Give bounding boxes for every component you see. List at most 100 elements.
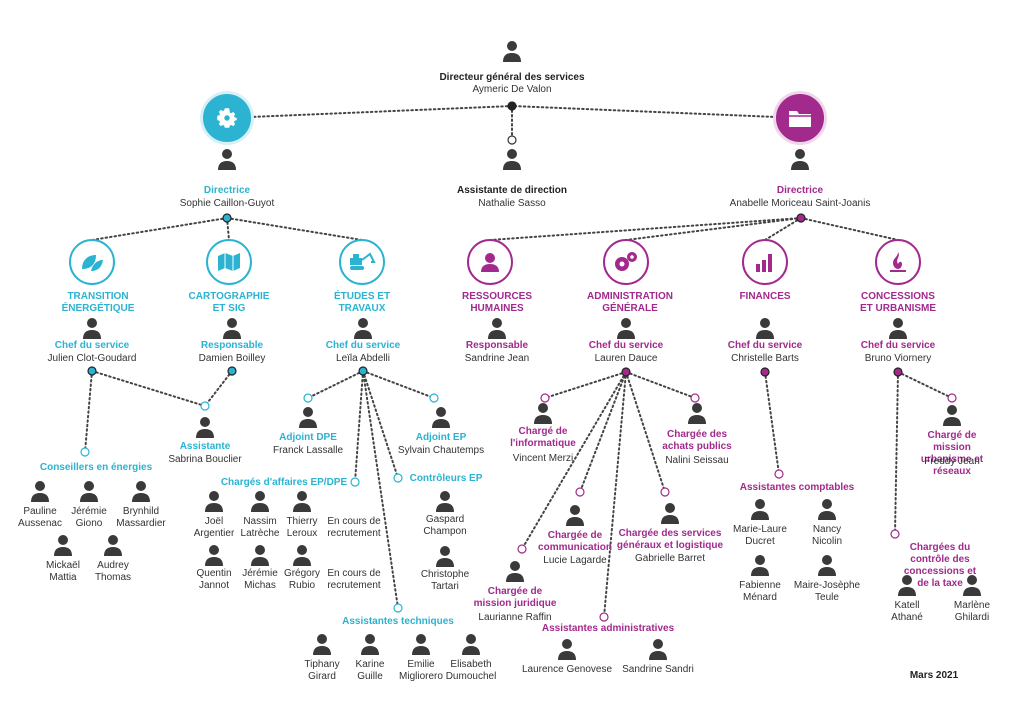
et-charge: Thierry Leroux	[286, 516, 318, 539]
person-icon	[649, 638, 667, 660]
ag-info-title: Chargé de l'informatique	[510, 426, 576, 449]
person-icon	[503, 40, 521, 62]
et-charge: Nassim Latrèche	[240, 516, 280, 539]
et-charge: Grégory Rubio	[283, 568, 321, 591]
person-icon	[751, 554, 769, 576]
person-icon	[506, 560, 524, 582]
folder-icon	[773, 91, 827, 145]
right-director-name: Anabelle Moriceau Saint-Joanis	[729, 198, 871, 209]
service-cs-title: CARTOGRAPHIE ET SIG	[188, 291, 270, 314]
person-icon	[688, 402, 706, 424]
te-member: Mickaël Mattia	[46, 560, 80, 583]
et-charge: Quentin Jannot	[196, 568, 232, 591]
service-te-name: Julien Clot-Goudard	[47, 353, 137, 364]
person-icon	[80, 480, 98, 502]
ag-admin: Sandrine Sandri	[622, 664, 694, 675]
ag-admin: Laurence Genovese	[521, 664, 613, 675]
te-assistant-title: Assistante	[179, 441, 231, 452]
person-icon	[661, 502, 679, 524]
person-icon	[354, 317, 372, 339]
ag-admin-title: Assistantes administratives	[541, 623, 675, 634]
cu-mission-name: Freddy Jean	[924, 456, 980, 467]
cu-control-title: Chargées du contrôle des concessions et …	[903, 542, 977, 589]
person-icon	[818, 498, 836, 520]
cu-mission-title: Chargé de mission urbanisme et réseaux	[920, 430, 984, 477]
person-icon	[83, 317, 101, 339]
et-charge: Jérémie Michas	[242, 568, 278, 591]
fi-member: Maire-Josèphe Teule	[793, 580, 861, 603]
service-cu-role: Chef du service	[860, 340, 936, 351]
person-icon	[54, 534, 72, 556]
person-icon	[488, 317, 506, 339]
person-icon	[617, 317, 635, 339]
person-icon	[196, 416, 214, 438]
person-icon	[104, 534, 122, 556]
person-icon	[293, 490, 311, 512]
service-et-role: Chef du service	[325, 340, 401, 351]
person-icon	[963, 574, 981, 596]
ag-general-title: Chargée des services généraux et logisti…	[616, 528, 724, 551]
et-tech: Emilie Migliorero	[399, 659, 443, 682]
service-rh-role: Responsable	[465, 340, 529, 351]
person-icon	[751, 498, 769, 520]
et-charge: Joël Argentier	[193, 516, 235, 539]
et-tech-title: Assistantes techniques	[342, 616, 454, 627]
gears-icon	[603, 239, 649, 285]
et-tech: Karine Guille	[355, 659, 385, 682]
et-dpe-name: Franck Lassalle	[272, 445, 344, 456]
et-tech: Tiphany Girard	[304, 659, 340, 682]
service-fi-title: FINANCES	[739, 291, 791, 302]
ag-comm-name: Lucie Lagarde	[543, 555, 607, 566]
person-icon	[436, 545, 454, 567]
cu-member: Marlène Ghilardi	[953, 600, 991, 623]
te-member: Brynhild Massardier	[116, 506, 166, 529]
te-assistant-name: Sabrina Bouclier	[168, 454, 242, 465]
person-icon	[205, 490, 223, 512]
dg-name: Aymeric De Valon	[472, 84, 552, 95]
et-controllers-title: Contrôleurs EP	[409, 473, 483, 484]
te-consultants-title: Conseillers en énergies	[39, 462, 153, 473]
et-ep-name: Sylvain Chautemps	[397, 445, 485, 456]
service-cu-name: Bruno Viornery	[864, 353, 932, 364]
person-icon	[467, 239, 513, 285]
service-fi-role: Chef du service	[727, 340, 803, 351]
ag-legal-name: Laurianne Raffin	[478, 612, 552, 623]
person-icon	[412, 633, 430, 655]
person-icon	[205, 544, 223, 566]
person-icon	[293, 544, 311, 566]
person-icon	[756, 317, 774, 339]
service-cu-title: CONCESSIONS ET URBANISME	[859, 291, 937, 314]
ag-purchases-name: Nalini Seissau	[665, 455, 729, 466]
fi-member: Nancy Nicolin	[811, 524, 843, 547]
et-controller: Christophe Tartari	[420, 569, 470, 592]
right-director-title: Directrice	[776, 185, 824, 196]
person-icon	[31, 480, 49, 502]
ag-info-name: Vincent Merzi	[512, 453, 574, 464]
person-icon	[223, 317, 241, 339]
cu-member: Katell Athané	[891, 600, 923, 623]
service-ag-role: Chef du service	[588, 340, 664, 351]
person-icon	[503, 148, 521, 170]
service-rh-name: Sandrine Jean	[464, 353, 530, 364]
person-icon	[534, 402, 552, 424]
person-icon	[558, 638, 576, 660]
person-icon	[898, 574, 916, 596]
left-director-name: Sophie Caillon-Guyot	[179, 198, 275, 209]
bar-chart-icon	[742, 239, 788, 285]
te-member: Pauline Aussenac	[18, 506, 62, 529]
service-ag-name: Lauren Dauce	[594, 353, 658, 364]
et-dpe-title: Adjoint DPE	[279, 432, 337, 443]
fi-member: Fabienne Ménard	[739, 580, 781, 603]
service-te-title: TRANSITION ÉNERGÉTIQUE	[61, 291, 135, 314]
leaf-icon	[69, 239, 115, 285]
et-charge: En cours de recrutement	[327, 516, 381, 539]
et-controller: Gaspard Champon	[423, 514, 467, 537]
person-icon	[251, 490, 269, 512]
ag-general-name: Gabrielle Barret	[634, 553, 706, 564]
ag-comm-title: Chargée de communication	[538, 530, 612, 553]
service-et-title: ÉTUDES ET TRAVAUX	[333, 291, 391, 314]
person-icon	[251, 544, 269, 566]
ag-legal-title: Chargée de mission juridique	[473, 586, 557, 609]
person-icon	[432, 406, 450, 428]
